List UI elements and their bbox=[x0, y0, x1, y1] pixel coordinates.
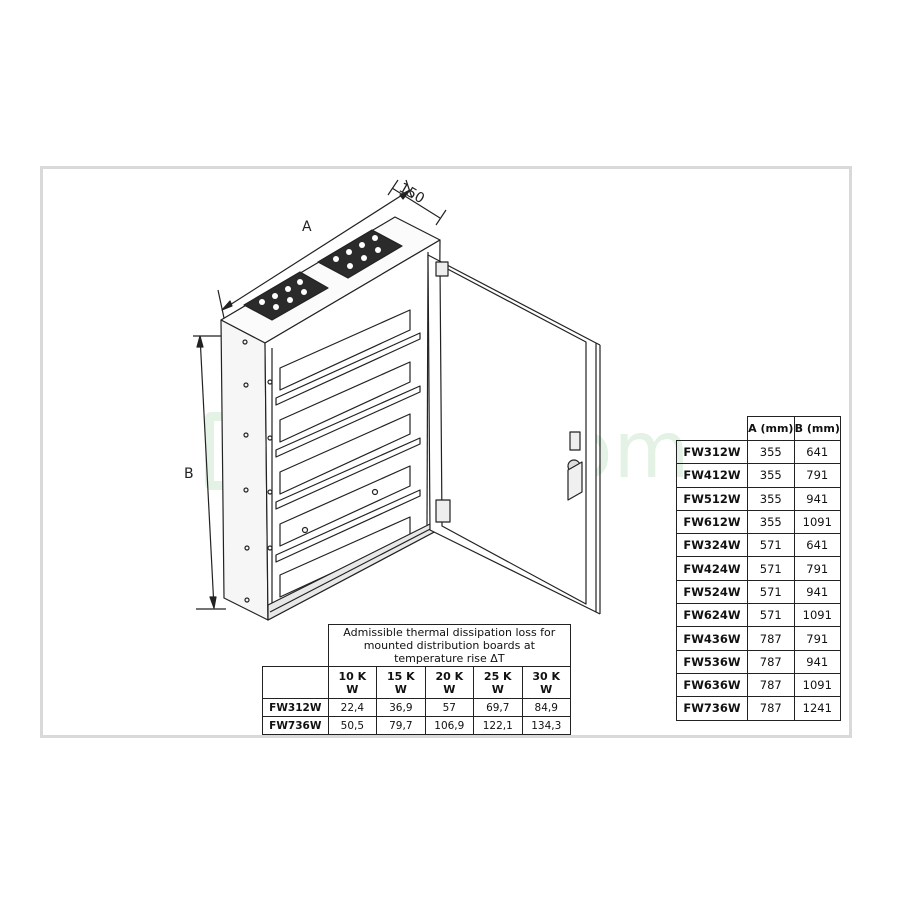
cell-a: 355 bbox=[747, 439, 795, 465]
cell-a: 571 bbox=[747, 603, 795, 628]
cell-b: 641 bbox=[793, 439, 842, 465]
table-row: FW736W 50,5 79,7 106,9 122,1 134,3 bbox=[262, 716, 571, 735]
cell-b: 1091 bbox=[793, 603, 842, 628]
table-cell: 50,5 bbox=[327, 716, 378, 735]
dimension-b-label: B bbox=[184, 466, 194, 482]
row-model: FW612W bbox=[676, 509, 748, 535]
row-model: FW736W bbox=[676, 696, 748, 721]
cell-b: 941 bbox=[793, 486, 842, 511]
row-model: FW736W bbox=[262, 716, 329, 735]
row-model: FW524W bbox=[676, 579, 748, 605]
cell-a: 571 bbox=[747, 579, 795, 605]
thermal-table-caption: Admissible thermal dissipation loss for … bbox=[327, 624, 572, 667]
table-cell: 22,4 bbox=[327, 698, 378, 717]
row-model: FW536W bbox=[676, 649, 748, 674]
table-cell: 69,7 bbox=[473, 698, 523, 717]
dimension-depth-line bbox=[387, 179, 447, 226]
thermal-loss-table: Admissible thermal dissipation loss for … bbox=[262, 624, 572, 735]
table-cell: 122,1 bbox=[473, 716, 523, 735]
table-cell: 84,9 bbox=[521, 698, 571, 717]
cable-entry-plates bbox=[243, 229, 403, 321]
cell-b: 1091 bbox=[793, 672, 842, 698]
dimension-a-line bbox=[217, 179, 413, 319]
row-model: FW312W bbox=[676, 439, 748, 465]
cell-a: 355 bbox=[747, 509, 795, 535]
table-row: FW312W 22,4 36,9 57 69,7 84,9 bbox=[262, 698, 571, 717]
cell-b: 1091 bbox=[793, 509, 842, 535]
table-cell: 79,7 bbox=[376, 716, 426, 735]
row-model: FW324W bbox=[676, 533, 748, 558]
dimension-b-line bbox=[193, 335, 226, 610]
row-model: FW512W bbox=[676, 486, 748, 511]
cell-b: 791 bbox=[793, 556, 842, 581]
cell-b: 641 bbox=[793, 533, 842, 558]
cell-a: 787 bbox=[747, 626, 795, 651]
row-model: FW636W bbox=[676, 672, 748, 698]
cell-a: 787 bbox=[747, 696, 795, 721]
cell-a: 355 bbox=[747, 486, 795, 511]
cell-a: 355 bbox=[747, 463, 795, 488]
cell-b: 1241 bbox=[793, 696, 842, 721]
enclosure-door bbox=[427, 254, 601, 615]
table-corner-cell bbox=[262, 666, 329, 699]
table-cell: 106,9 bbox=[424, 716, 475, 735]
cell-b: 941 bbox=[793, 579, 842, 605]
cell-a: 571 bbox=[747, 556, 795, 581]
table-corner bbox=[262, 624, 329, 667]
row-model: FW624W bbox=[676, 603, 748, 628]
cell-b: 941 bbox=[793, 649, 842, 674]
table-cell: 134,3 bbox=[521, 716, 571, 735]
column-header-b: B (mm) bbox=[793, 416, 842, 441]
cell-a: 787 bbox=[747, 649, 795, 674]
cell-b: 791 bbox=[793, 463, 842, 488]
row-model: FW436W bbox=[676, 626, 748, 651]
cell-b: 791 bbox=[793, 626, 842, 651]
row-model: FW312W bbox=[262, 698, 329, 717]
dimension-a-label: A bbox=[302, 219, 312, 235]
column-header-a: A (mm) bbox=[747, 416, 795, 441]
table-cell: 36,9 bbox=[376, 698, 426, 717]
table-cell: 57 bbox=[424, 698, 475, 717]
cell-a: 571 bbox=[747, 533, 795, 558]
row-model: FW424W bbox=[676, 556, 748, 581]
cell-a: 787 bbox=[747, 672, 795, 698]
enclosure-body bbox=[220, 216, 441, 621]
row-model: FW412W bbox=[676, 463, 748, 488]
table-corner bbox=[677, 417, 748, 441]
